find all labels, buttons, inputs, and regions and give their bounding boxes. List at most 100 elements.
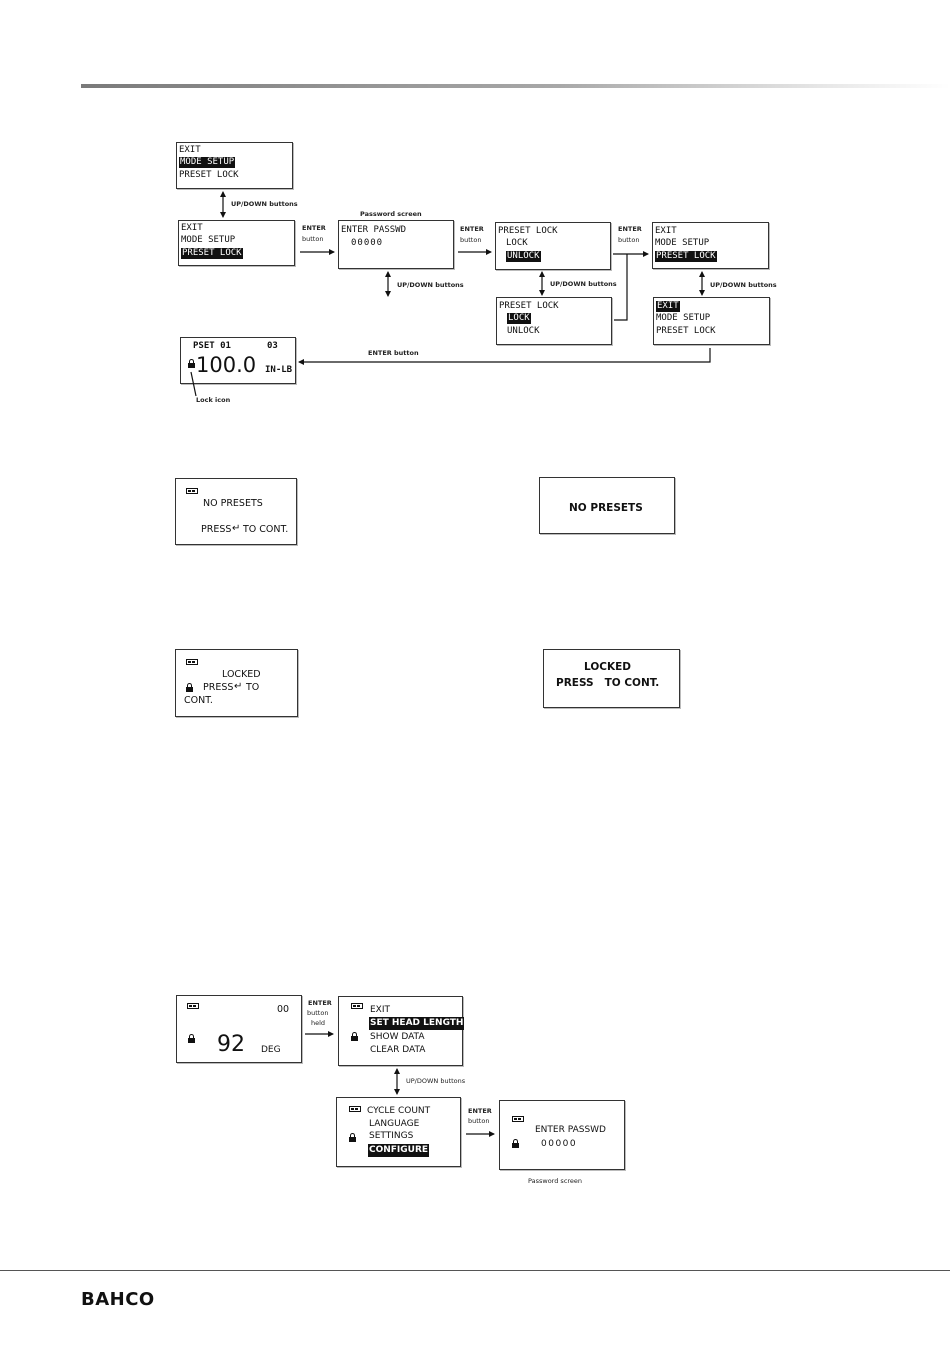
- screen-main-menu-mode-setup: EXIT MODE SETUP PRESET LOCK: [176, 142, 293, 189]
- locked-text: LOCKED: [222, 669, 261, 680]
- menu-mode-setup-selected: MODE SETUP: [179, 157, 236, 168]
- label-enter-3a: ENTER: [618, 225, 642, 233]
- screen-main-menu-preset-lock: EXIT MODE SETUP PRESET LOCK: [178, 220, 295, 266]
- battery-icon: [187, 1003, 199, 1009]
- menu-clear-data: CLEAR DATA: [370, 1045, 426, 1055]
- password-screen-title: Password screen: [360, 210, 422, 218]
- menu-language: LANGUAGE: [369, 1119, 420, 1129]
- menu-preset-lock: PRESET LOCK: [179, 170, 239, 180]
- battery-icon: [186, 659, 198, 665]
- option-lock-selected: LOCK: [507, 313, 531, 324]
- preset-number: PSET 01: [193, 341, 231, 351]
- cont-text: CONT.: [184, 695, 213, 706]
- menu-exit: EXIT: [181, 223, 203, 233]
- label-enter-3b: button: [618, 236, 640, 244]
- screen-angle-value: 00 92 DEG: [176, 995, 302, 1063]
- menu-mode-setup: MODE SETUP: [655, 238, 710, 248]
- footer-rule: [0, 1270, 950, 1271]
- menu-cycle-count: CYCLE COUNT: [367, 1106, 431, 1116]
- lock-icon: [512, 1139, 519, 1148]
- label-enter-d2b: button: [468, 1117, 490, 1125]
- password-prompt: ENTER PASSWD: [535, 1125, 606, 1135]
- label-updown-2: UP/DOWN buttons: [397, 281, 464, 289]
- battery-icon: [349, 1106, 361, 1112]
- menu-set-head-length-selected: SET HEAD LENGTH: [369, 1017, 465, 1030]
- screen-preset-lock-lock: PRESET LOCK LOCK UNLOCK: [496, 297, 612, 345]
- to-text: TO: [246, 682, 260, 693]
- angle-value: 92: [217, 1032, 245, 1057]
- menu-preset-lock-selected: PRESET LOCK: [655, 251, 717, 262]
- brand-logo: BAHCO: [81, 1289, 155, 1310]
- menu-preset-lock: PRESET LOCK: [656, 326, 716, 336]
- torque-unit: IN-LB: [265, 365, 293, 375]
- torque-value: 100.0: [196, 353, 257, 377]
- menu-exit: EXIT: [370, 1005, 391, 1015]
- menu-exit: EXIT: [655, 226, 677, 236]
- label-enter-1a: ENTER: [302, 224, 326, 232]
- battery-icon: [351, 1003, 363, 1009]
- menu-show-data: SHOW DATA: [370, 1032, 425, 1042]
- header-rule: [81, 84, 950, 88]
- password-digits: 00000: [541, 1139, 578, 1149]
- option-unlock: UNLOCK: [507, 326, 540, 336]
- press-to-cont-text: PRESS TO CONT.: [556, 677, 660, 689]
- battery-icon: [512, 1116, 524, 1122]
- no-presets-text: NO PRESETS: [569, 502, 643, 514]
- label-updown-d2: UP/DOWN buttons: [406, 1077, 466, 1085]
- label-enter-held-b: button: [307, 1009, 329, 1017]
- label-lock-icon: Lock icon: [196, 396, 231, 404]
- menu-exit-selected: EXIT: [656, 301, 680, 312]
- screen-menu-configure: CYCLE COUNT LANGUAGE SETTINGS CONFIGURE: [336, 1097, 461, 1167]
- label-enter-held-c: held: [311, 1019, 326, 1027]
- preset-lock-title: PRESET LOCK: [499, 301, 559, 311]
- password-digits: 00000: [351, 238, 384, 248]
- menu-exit: EXIT: [179, 145, 201, 155]
- menu-configure-selected: CONFIGURE: [368, 1144, 430, 1157]
- no-presets-text: NO PRESETS: [203, 498, 263, 509]
- menu-settings: SETTINGS: [369, 1131, 414, 1141]
- screen-main-menu-exit: EXIT MODE SETUP PRESET LOCK: [653, 297, 770, 345]
- screen-main-menu-preset-lock-2: EXIT MODE SETUP PRESET LOCK: [652, 222, 769, 269]
- enter-key-icon: ↵: [232, 523, 241, 534]
- label-updown-1: UP/DOWN buttons: [231, 200, 298, 208]
- password-prompt: ENTER PASSWD: [341, 225, 407, 235]
- label-enter-2a: ENTER: [460, 225, 484, 233]
- menu-mode-setup: MODE SETUP: [181, 235, 236, 245]
- locked-text: LOCKED: [584, 661, 631, 673]
- label-enter-2b: button: [460, 236, 482, 244]
- lock-icon: [186, 683, 193, 692]
- screen-enter-password: ENTER PASSWD 00000: [338, 220, 454, 269]
- label-updown-3: UP/DOWN buttons: [550, 280, 617, 288]
- enter-key-icon: ↵: [234, 681, 243, 692]
- screen-no-presets-lcd: NO PRESETS PRESS ↵ TO CONT.: [175, 478, 297, 545]
- label-enter-1b: button: [302, 235, 324, 243]
- lock-icon: [349, 1133, 356, 1142]
- lock-icon: [351, 1032, 358, 1041]
- angle-unit: DEG: [261, 1045, 281, 1055]
- press-text: PRESS: [201, 524, 232, 535]
- screen-menu-set-head-length: EXIT SET HEAD LENGTH SHOW DATA CLEAR DAT…: [338, 996, 465, 1066]
- password-screen-caption: Password screen: [528, 1177, 583, 1185]
- label-enter-held-a: ENTER: [308, 999, 332, 1007]
- menu-mode-setup: MODE SETUP: [656, 313, 711, 323]
- preset-lock-title: PRESET LOCK: [498, 226, 558, 236]
- label-updown-4: UP/DOWN buttons: [710, 281, 777, 289]
- screen-locked-lcd: LOCKED PRESS ↵ TO CONT.: [175, 649, 298, 717]
- lock-icon: [188, 1034, 195, 1043]
- press-text: PRESS: [203, 682, 234, 693]
- count-value: 00: [277, 1004, 290, 1015]
- screen-locked-display: LOCKED PRESS TO CONT.: [543, 649, 680, 708]
- label-enter-bottom: ENTER button: [368, 349, 419, 357]
- screen-no-presets-display: NO PRESETS: [539, 477, 675, 534]
- label-enter-d2a: ENTER: [468, 1107, 492, 1115]
- preset-count: 03: [267, 341, 278, 351]
- lock-icon: [188, 359, 195, 368]
- screen-password-d2: ENTER PASSWD 00000: [499, 1100, 625, 1170]
- to-cont-text: TO CONT.: [243, 524, 289, 535]
- battery-icon: [186, 488, 198, 494]
- screen-preset-lock-unlock: PRESET LOCK LOCK UNLOCK: [495, 222, 611, 270]
- screen-preset-value: PSET 01 03 100.0 IN-LB: [180, 337, 296, 384]
- option-unlock-selected: UNLOCK: [506, 251, 541, 262]
- option-lock: LOCK: [506, 238, 528, 248]
